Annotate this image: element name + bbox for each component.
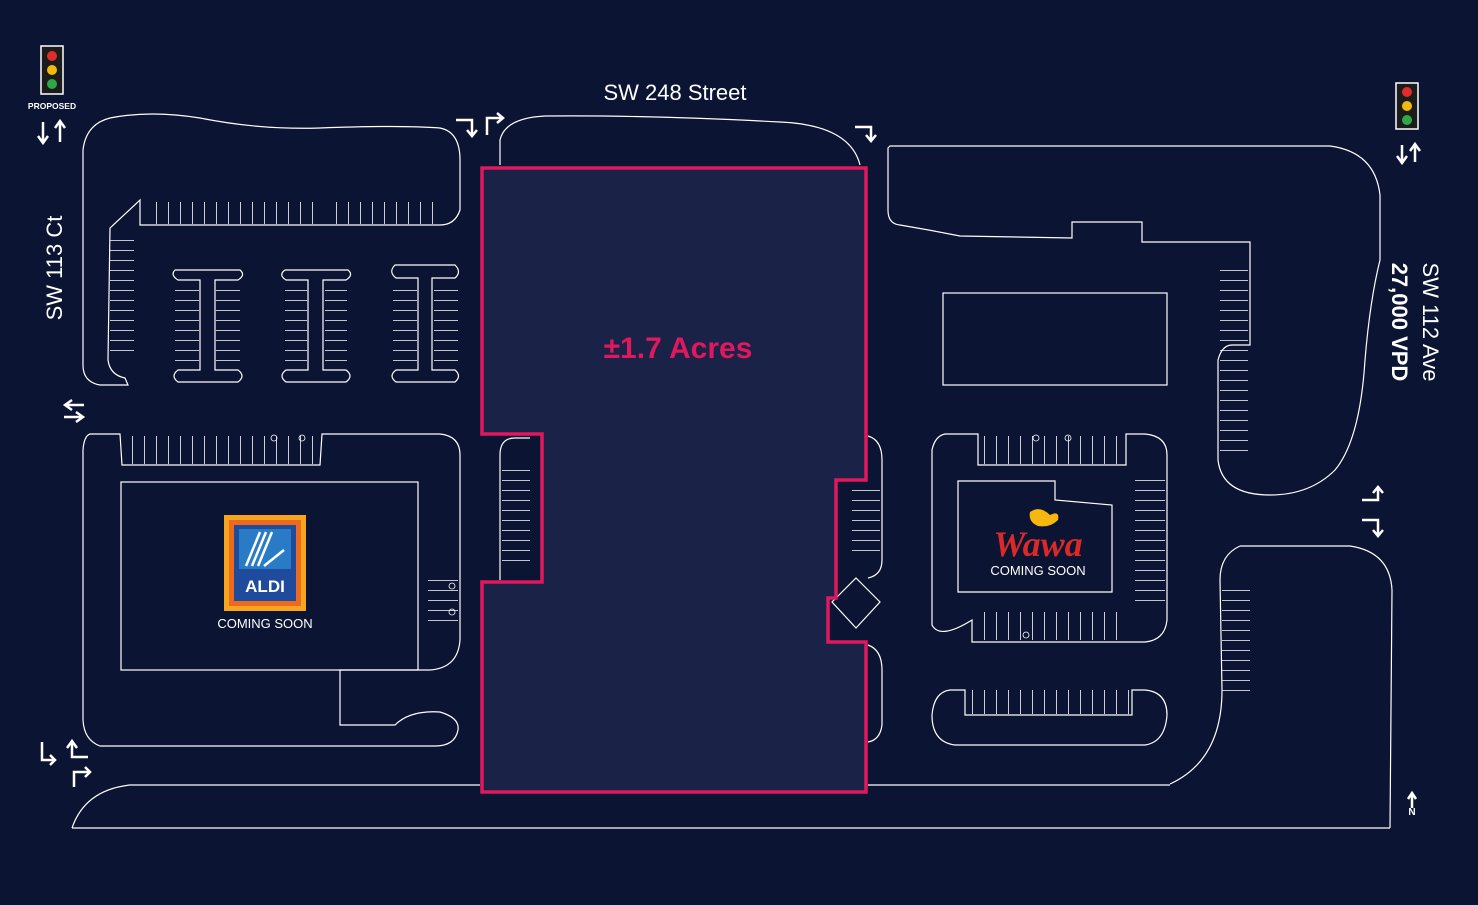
north-arrow-label: N [1408,807,1415,818]
street-label-east: SW 112 Ave [1418,262,1443,381]
parking-stalls [110,202,1250,714]
traffic-signal-icon [1395,82,1419,130]
wawa-status-label: COMING SOON [990,563,1085,578]
kiosk-structure [831,577,881,629]
access-arrow-icons [36,112,1422,808]
traffic-count-label: 27,000 VPD [1387,263,1412,382]
street-label-west: SW 113 Ct [42,216,67,321]
retail-building-ne [942,292,1168,386]
wawa-logo-text: Wawa [993,524,1082,564]
wawa-building [957,480,1113,593]
wawa-logo: Wawa [993,509,1083,564]
curb-lines [71,113,1393,829]
aldi-logo: ALDI [224,515,306,611]
traffic-signal-icon [40,45,64,95]
aldi-building [120,481,419,671]
proposed-signal-label: PROPOSED [28,101,76,111]
street-label-north: SW 248 Street [603,80,746,105]
accessible-parking-icons [270,434,1072,639]
aldi-status-label: COMING SOON [217,616,312,631]
site-parcel-outline [480,166,868,794]
site-acreage-label: ±1.7 Acres [604,332,753,365]
aldi-logo-text: ALDI [245,577,285,596]
